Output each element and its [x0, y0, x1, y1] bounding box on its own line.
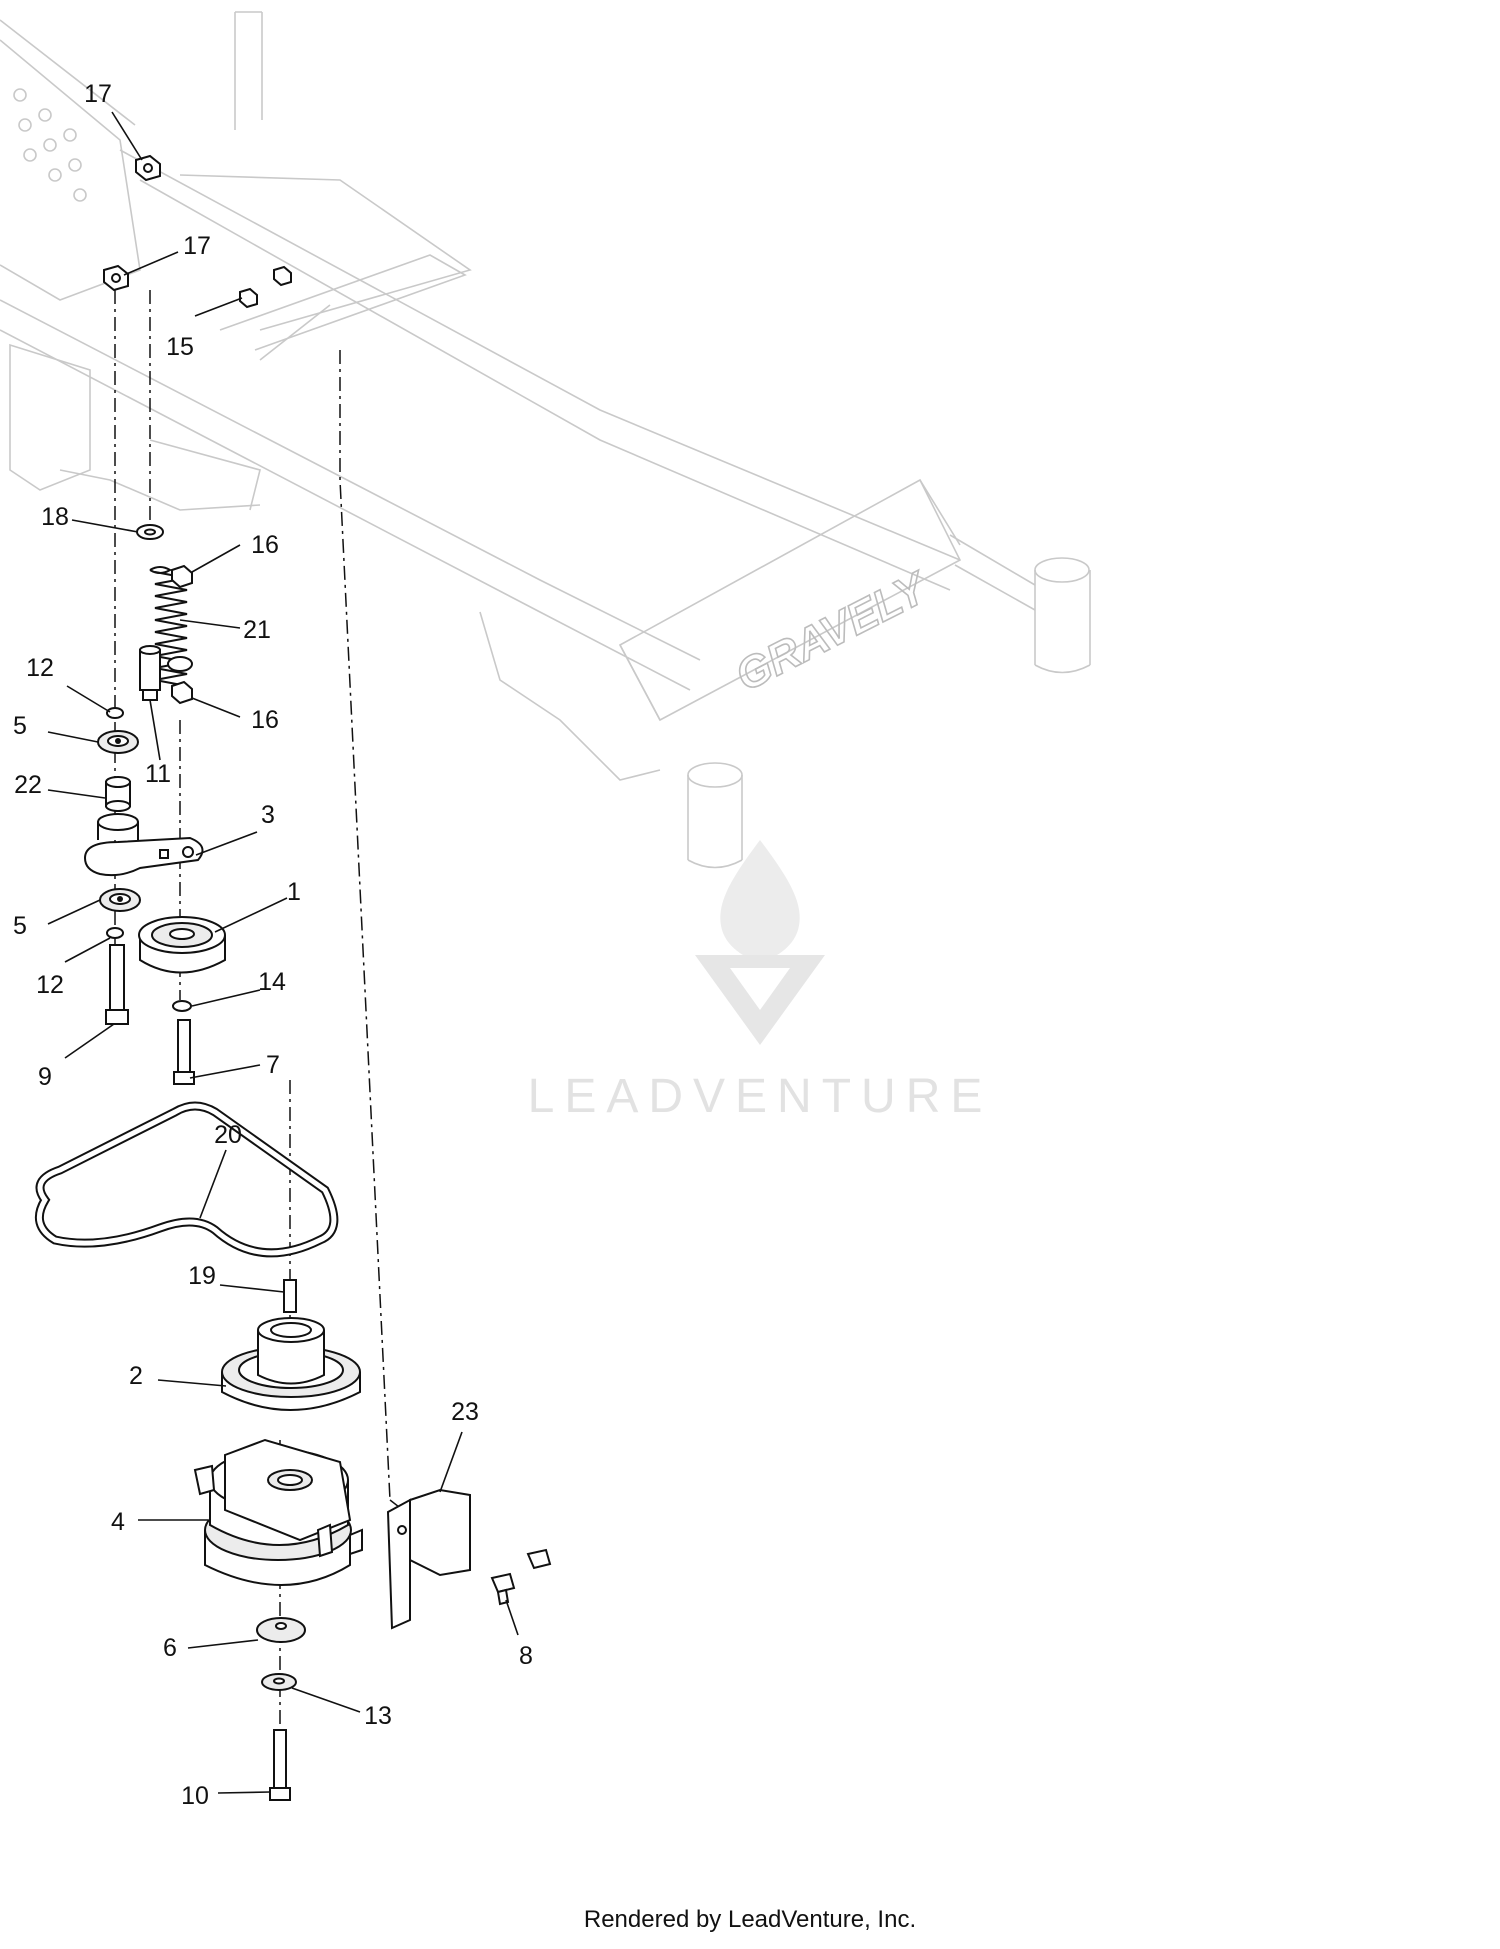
part-7-bolt — [173, 1019, 195, 1085]
part-3-idler-arm — [83, 813, 204, 877]
callout-14: 14 — [258, 968, 286, 996]
part-5-upper-bearing — [97, 730, 139, 754]
callout-17-upper: 17 — [84, 80, 112, 108]
callout-11: 11 — [145, 760, 171, 788]
part-22-spacer — [105, 776, 131, 812]
callout-23: 23 — [451, 1398, 479, 1426]
part-10-bolt — [269, 1729, 291, 1801]
callout-7: 7 — [266, 1051, 280, 1079]
part-8-bolt — [490, 1572, 516, 1606]
watermark-v-logo-icon — [695, 955, 825, 1045]
callout-18: 18 — [41, 503, 69, 531]
part-1-idler-pulley — [138, 916, 226, 974]
callout-5-upper: 5 — [13, 712, 27, 740]
callout-9: 9 — [38, 1063, 52, 1091]
callout-5-lower: 5 — [13, 912, 27, 940]
parts — [34, 154, 552, 1801]
frame-brand-text: GRAVELY — [728, 562, 937, 701]
callout-20: 20 — [214, 1121, 242, 1149]
part-12-upper-washer — [106, 707, 124, 719]
part-20-belt — [34, 1101, 339, 1258]
part-17-lower-nut — [103, 264, 129, 292]
mower-frame: GRAVELY — [0, 11, 1091, 869]
part-6-spacer — [256, 1617, 306, 1643]
part-12-lower-washer — [106, 927, 124, 939]
part-4-clutch — [193, 1438, 363, 1586]
callout-2: 2 — [129, 1362, 143, 1390]
callout-10: 10 — [181, 1782, 209, 1810]
callout-15: 15 — [166, 333, 194, 361]
part-16-lower-nut — [171, 680, 193, 705]
watermark: LEADVENTURE — [528, 840, 993, 1123]
part-19-key — [283, 1279, 297, 1313]
callout-22: 22 — [14, 771, 42, 799]
part-13-washer — [261, 1673, 297, 1691]
callout-13: 13 — [364, 1702, 392, 1730]
part-9-bolt — [105, 944, 129, 1025]
callouts: 17 17 15 18 16 21 12 5 11 16 22 3 5 1 12… — [13, 80, 533, 1810]
part-11-pin — [139, 645, 161, 701]
part-17-upper-nut — [135, 154, 161, 182]
part-2-pulley — [221, 1317, 361, 1411]
callout-17-lower: 17 — [183, 232, 211, 260]
part-16-upper-nut — [171, 564, 193, 589]
watermark-text: LEADVENTURE — [528, 1070, 993, 1123]
callout-16-upper: 16 — [251, 531, 279, 559]
callout-19: 19 — [188, 1262, 216, 1290]
leader-lines — [47, 111, 519, 1794]
callout-8: 8 — [519, 1642, 533, 1670]
part-14-washer — [172, 1000, 192, 1012]
callout-3: 3 — [261, 801, 275, 829]
callout-12-lower: 12 — [36, 971, 64, 999]
callout-12-upper: 12 — [26, 654, 54, 682]
callout-16-lower: 16 — [251, 706, 279, 734]
part-18-washer — [136, 524, 164, 540]
part-5-lower-bearing — [99, 888, 141, 912]
callout-21: 21 — [243, 616, 271, 644]
render-credit: Rendered by LeadVenture, Inc. — [583, 1906, 917, 1933]
callout-4: 4 — [111, 1508, 125, 1536]
callout-6: 6 — [163, 1634, 177, 1662]
part-15-nut — [239, 287, 258, 309]
part-23-bracket — [386, 1488, 471, 1630]
callout-1: 1 — [287, 878, 301, 906]
watermark-flame-icon — [720, 840, 800, 962]
